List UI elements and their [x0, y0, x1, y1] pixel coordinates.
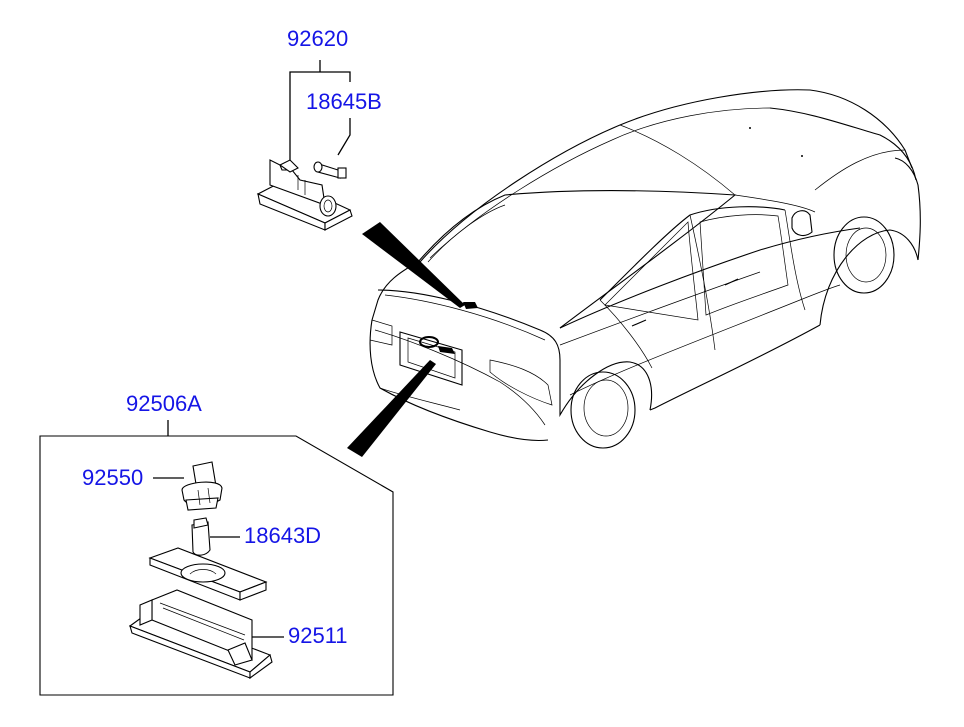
- part-number-92511[interactable]: 92511: [288, 623, 348, 648]
- part-number-18645B[interactable]: 18645B: [306, 89, 382, 114]
- lamp-assembly-92620: [256, 60, 353, 231]
- part-number-92550[interactable]: 92550: [82, 465, 144, 490]
- pointer-arrow-upper: [362, 222, 465, 308]
- part-number-18643D[interactable]: 18643D: [244, 523, 322, 548]
- part-number-92620[interactable]: 92620: [287, 26, 349, 51]
- pointer-arrow-lower: [347, 360, 436, 457]
- sedan-car-drawing: [369, 89, 921, 449]
- lamp-assembly-92506A: [39, 420, 394, 696]
- part-number-92506A[interactable]: 92506A: [126, 391, 202, 416]
